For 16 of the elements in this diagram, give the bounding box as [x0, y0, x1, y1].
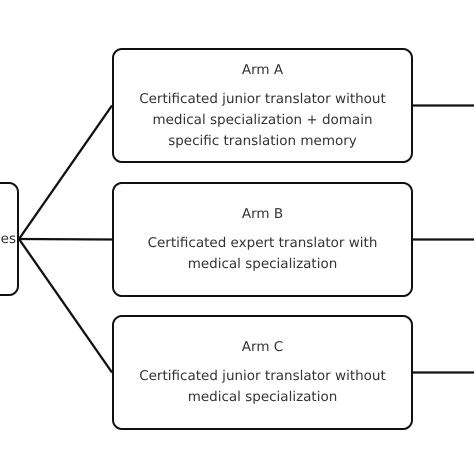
node-text: Certificated junior translator without medical specialization + domain specific translation memory	[138, 90, 387, 150]
arm-heading: Arm B	[242, 205, 284, 224]
node-text: es	[0, 230, 16, 248]
connector-line	[413, 104, 474, 107]
connector-line	[413, 238, 474, 241]
arm-heading: Arm C	[242, 338, 284, 357]
arm-heading: Arm A	[242, 60, 284, 80]
connector-line	[18, 104, 113, 240]
node-text: Certificated junior translator without medical specialization	[138, 367, 387, 407]
connector-line	[19, 238, 112, 241]
rounded-box	[112, 48, 413, 163]
rounded-box	[112, 315, 413, 430]
node-text: Certificated expert translator with medical specialization	[146, 234, 378, 274]
connector-line	[18, 238, 113, 374]
rounded-box	[112, 182, 413, 297]
connector-line	[413, 371, 474, 374]
